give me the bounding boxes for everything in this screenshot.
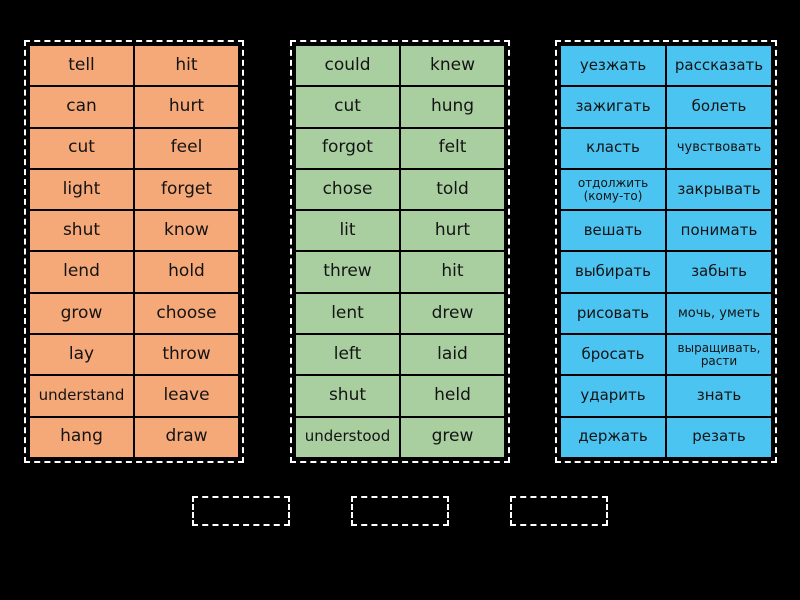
word-tile[interactable]: knew xyxy=(401,46,504,86)
word-tile[interactable]: болеть xyxy=(667,87,771,127)
dropzone-3[interactable] xyxy=(510,496,608,526)
word-tile[interactable]: уезжать xyxy=(561,46,665,86)
word-tile[interactable]: чувствовать xyxy=(667,128,771,168)
word-tile[interactable]: felt xyxy=(401,128,504,168)
word-tile[interactable]: держать xyxy=(561,417,665,457)
word-row: бросать выращивать, расти xyxy=(561,335,771,375)
word-row: ударить знать xyxy=(561,376,771,416)
word-row: рисовать мочь, уметь xyxy=(561,293,771,334)
word-tile[interactable]: вешать xyxy=(561,211,665,251)
word-tile[interactable]: grow xyxy=(30,293,133,334)
word-row: understood grew xyxy=(296,417,504,457)
word-tile[interactable]: закрывать xyxy=(667,169,771,210)
word-row: shut held xyxy=(296,376,504,416)
word-tile[interactable]: hung xyxy=(401,87,504,127)
word-tile[interactable]: отдолжить (кому-то) xyxy=(561,169,665,210)
word-tile[interactable]: can xyxy=(30,87,133,127)
word-row: lit hurt xyxy=(296,211,504,251)
word-tile[interactable]: cut xyxy=(296,87,399,127)
dropzone-1[interactable] xyxy=(192,496,290,526)
word-row: уезжать рассказать xyxy=(561,46,771,86)
word-tile[interactable]: choose xyxy=(135,293,238,334)
word-tile[interactable]: forgot xyxy=(296,128,399,168)
word-tile[interactable]: left xyxy=(296,335,399,375)
word-row: выбирать забыть xyxy=(561,252,771,292)
word-tile[interactable]: shut xyxy=(296,376,399,416)
word-tile[interactable]: рисовать xyxy=(561,293,665,334)
word-tile[interactable]: understand xyxy=(30,376,133,416)
word-tile[interactable]: выбирать xyxy=(561,252,665,292)
word-tile[interactable]: lit xyxy=(296,211,399,251)
word-tile[interactable]: забыть xyxy=(667,252,771,292)
word-row: grow choose xyxy=(30,293,238,334)
word-tile[interactable]: laid xyxy=(401,335,504,375)
past-forms-group[interactable]: could knew cut hung forgot felt chose to… xyxy=(290,40,510,463)
word-tile[interactable]: lay xyxy=(30,335,133,375)
word-tile[interactable]: drew xyxy=(401,293,504,334)
word-row: could knew xyxy=(296,46,504,86)
word-row: отдолжить (кому-то) закрывать xyxy=(561,169,771,210)
dropzone-2[interactable] xyxy=(351,496,449,526)
word-tile[interactable]: tell xyxy=(30,46,133,86)
word-tile[interactable]: бросать xyxy=(561,335,665,375)
word-row: hang draw xyxy=(30,417,238,457)
word-row: вешать понимать xyxy=(561,211,771,251)
word-tile[interactable]: could xyxy=(296,46,399,86)
word-row: tell hit xyxy=(30,46,238,86)
word-tile[interactable]: понимать xyxy=(667,211,771,251)
word-row: lay throw xyxy=(30,335,238,375)
word-tile[interactable]: выращивать, расти xyxy=(667,335,771,375)
word-tile[interactable]: cut xyxy=(30,128,133,168)
word-tile[interactable]: shut xyxy=(30,211,133,251)
word-tile[interactable]: told xyxy=(401,169,504,210)
word-tile[interactable]: forget xyxy=(135,169,238,210)
word-tile[interactable]: резать xyxy=(667,417,771,457)
word-row: класть чувствовать xyxy=(561,128,771,168)
word-tile[interactable]: held xyxy=(401,376,504,416)
word-tile[interactable]: hang xyxy=(30,417,133,457)
word-row: держать резать xyxy=(561,417,771,457)
word-tile[interactable]: мочь, уметь xyxy=(667,293,771,334)
word-tile[interactable]: threw xyxy=(296,252,399,292)
word-tile[interactable]: ударить xyxy=(561,376,665,416)
word-tile[interactable]: hurt xyxy=(135,87,238,127)
word-row: left laid xyxy=(296,335,504,375)
translations-group[interactable]: уезжать рассказать зажигать болеть класт… xyxy=(555,40,777,463)
word-row: lent drew xyxy=(296,293,504,334)
word-tile[interactable]: grew xyxy=(401,417,504,457)
word-tile[interactable]: hold xyxy=(135,252,238,292)
word-row: chose told xyxy=(296,169,504,210)
word-row: зажигать болеть xyxy=(561,87,771,127)
infinitives-group[interactable]: tell hit can hurt cut feel light forget … xyxy=(24,40,244,463)
word-tile[interactable]: throw xyxy=(135,335,238,375)
word-row: cut feel xyxy=(30,128,238,168)
word-tile[interactable]: hurt xyxy=(401,211,504,251)
word-row: lend hold xyxy=(30,252,238,292)
word-tile[interactable]: зажигать xyxy=(561,87,665,127)
word-tile[interactable]: feel xyxy=(135,128,238,168)
word-tile[interactable]: hit xyxy=(401,252,504,292)
word-row: can hurt xyxy=(30,87,238,127)
word-tile[interactable]: hit xyxy=(135,46,238,86)
word-row: light forget xyxy=(30,169,238,210)
word-row: shut know xyxy=(30,211,238,251)
word-tile[interactable]: understood xyxy=(296,417,399,457)
word-row: threw hit xyxy=(296,252,504,292)
word-row: understand leave xyxy=(30,376,238,416)
word-tile[interactable]: lent xyxy=(296,293,399,334)
word-tile[interactable]: chose xyxy=(296,169,399,210)
word-tile[interactable]: leave xyxy=(135,376,238,416)
word-tile[interactable]: рассказать xyxy=(667,46,771,86)
word-tile[interactable]: know xyxy=(135,211,238,251)
word-tile[interactable]: знать xyxy=(667,376,771,416)
word-row: forgot felt xyxy=(296,128,504,168)
word-tile[interactable]: lend xyxy=(30,252,133,292)
word-tile[interactable]: класть xyxy=(561,128,665,168)
word-tile[interactable]: light xyxy=(30,169,133,210)
word-row: cut hung xyxy=(296,87,504,127)
word-tile[interactable]: draw xyxy=(135,417,238,457)
